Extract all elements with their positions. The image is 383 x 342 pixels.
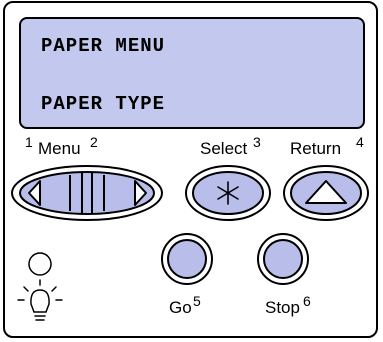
- select-label: Select: [200, 139, 248, 158]
- select-button[interactable]: [185, 165, 271, 221]
- go-button[interactable]: [161, 233, 213, 285]
- go-label: Go: [169, 298, 192, 317]
- arrow-left-icon: [28, 180, 41, 206]
- triangle-up-icon: [305, 180, 347, 204]
- menu-button[interactable]: [11, 165, 163, 221]
- display-line-2: PAPER TYPE: [41, 93, 166, 115]
- arrow-right-icon: [134, 180, 147, 206]
- return-number: 4: [356, 134, 364, 150]
- bulb-icon: [17, 279, 63, 321]
- stop-button[interactable]: [257, 233, 309, 285]
- indicator-light-icon: [28, 252, 52, 276]
- operator-panel: PAPER MENU PAPER TYPE: [3, 1, 378, 338]
- asterisk-icon: [217, 181, 239, 205]
- select-number: 3: [253, 134, 261, 150]
- return-label: Return: [290, 139, 342, 158]
- menu-left-number: 1: [25, 134, 33, 150]
- go-number: 5: [193, 293, 201, 309]
- menu-right-number: 2: [90, 134, 98, 150]
- stop-label: Stop: [265, 298, 300, 317]
- lcd-display: PAPER MENU PAPER TYPE: [19, 17, 365, 129]
- stop-number: 6: [303, 293, 311, 309]
- return-button[interactable]: [283, 165, 369, 221]
- display-line-1: PAPER MENU: [41, 35, 166, 57]
- menu-label: Menu: [38, 139, 81, 158]
